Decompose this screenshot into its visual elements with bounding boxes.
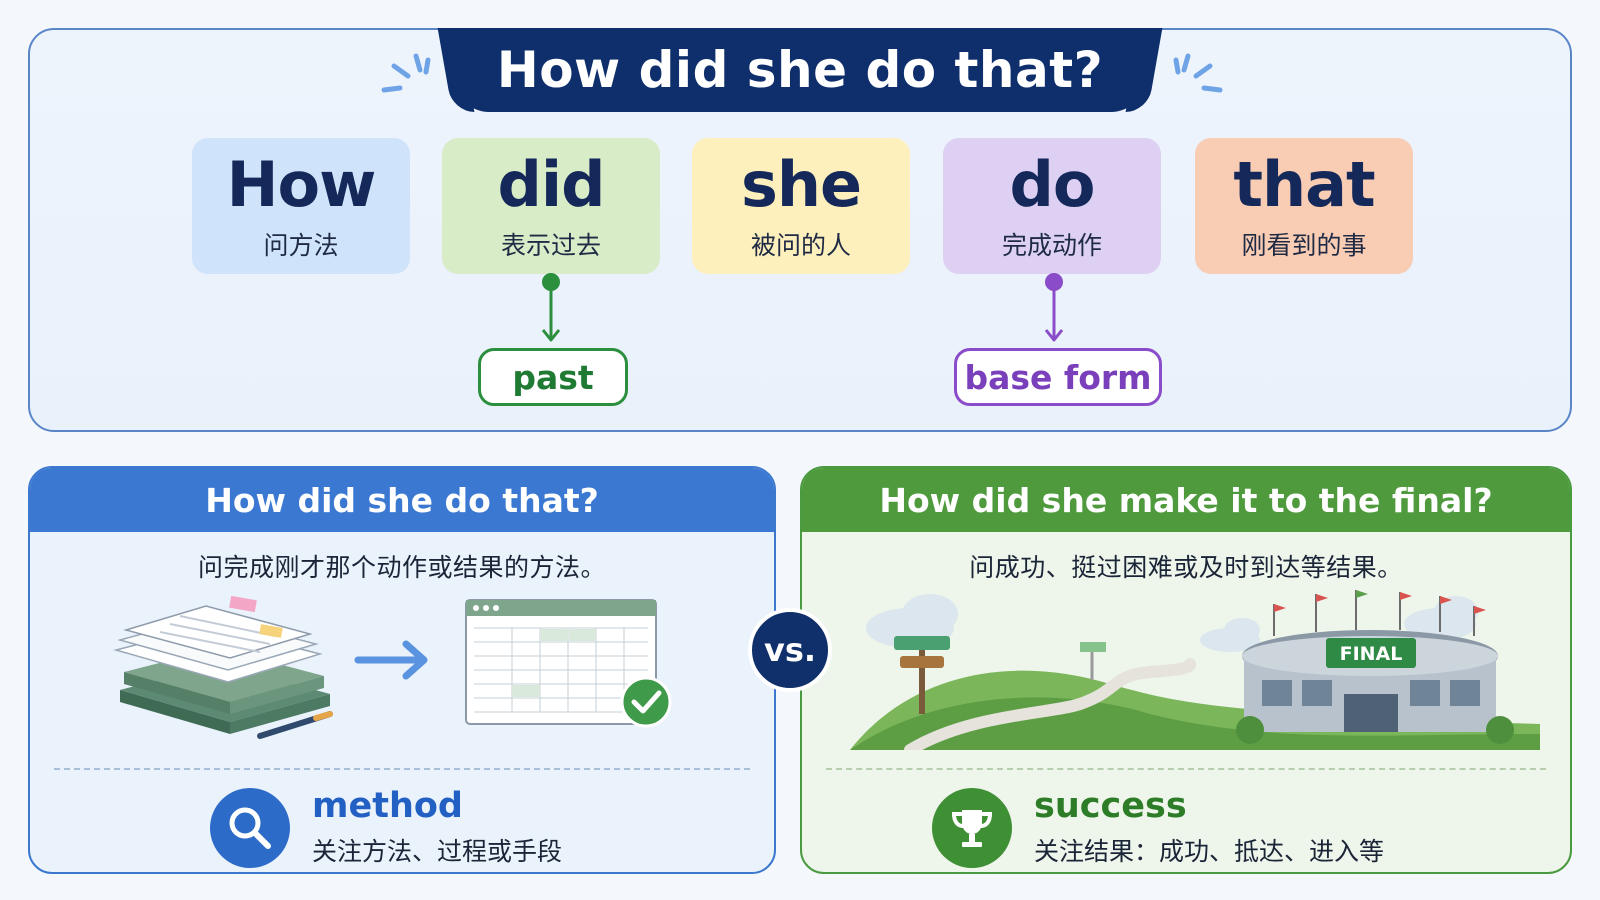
spreadsheet-icon (465, 599, 672, 728)
word-card-that: that 刚看到的事 (1195, 138, 1413, 274)
page-title: How did she do that? (496, 41, 1104, 99)
word-she: she (740, 148, 862, 221)
sparkle-icon-right (1173, 53, 1223, 93)
document-stack-icon (113, 595, 333, 739)
method-keyword: method (312, 786, 463, 826)
vs-badge: vs. (748, 608, 832, 692)
word-do: do (1009, 148, 1096, 221)
word-card-how: How 问方法 (192, 138, 410, 274)
search-icon (229, 807, 271, 849)
magnifier-badge (210, 788, 290, 868)
base-form-tag: base form (954, 348, 1162, 406)
method-panel-divider (54, 768, 750, 770)
success-panel-divider (826, 768, 1546, 770)
word-card-did: did 表示过去 (442, 138, 660, 274)
base-form-connector-arrow (1044, 273, 1064, 342)
method-keyword-note: 关注方法、过程或手段 (312, 837, 563, 866)
meaning-she: 被问的人 (750, 231, 851, 260)
success-panel: How did she make it to the final? 问成功、挺过… (800, 466, 1572, 874)
stadium-sign-text: FINAL (1340, 643, 1403, 665)
word-that: that (1233, 148, 1375, 221)
meaning-that: 刚看到的事 (1241, 231, 1367, 260)
trophy-badge (932, 788, 1012, 868)
word-card-do: do 完成动作 (943, 138, 1161, 274)
method-panel: How did she do that? 问完成刚才那个动作或结果的方法。 (28, 466, 776, 874)
past-tag: past (478, 348, 628, 406)
trophy-icon (951, 810, 993, 847)
road-to-stadium-illustration: FINAL (850, 590, 1540, 750)
success-panel-heading: How did she make it to the final? (802, 468, 1570, 532)
past-connector-arrow (541, 273, 561, 342)
method-panel-heading: How did she do that? (30, 468, 774, 532)
success-panel-description: 问成功、挺过困难或及时到达等结果。 (969, 553, 1403, 582)
word-card-she: she 被问的人 (692, 138, 910, 274)
method-panel-description: 问完成刚才那个动作或结果的方法。 (197, 553, 606, 582)
sparkle-icon-left (381, 53, 431, 93)
arrow-right-icon (354, 640, 428, 680)
title-banner: How did she do that? (455, 28, 1145, 112)
success-keyword: success (1034, 786, 1187, 826)
word-how: How (226, 148, 377, 221)
meaning-how: 问方法 (263, 231, 339, 260)
meaning-did: 表示过去 (500, 231, 601, 260)
meaning-do: 完成动作 (1001, 231, 1102, 260)
success-keyword-note: 关注结果：成功、抵达、进入等 (1034, 837, 1385, 866)
word-did: did (497, 148, 605, 221)
